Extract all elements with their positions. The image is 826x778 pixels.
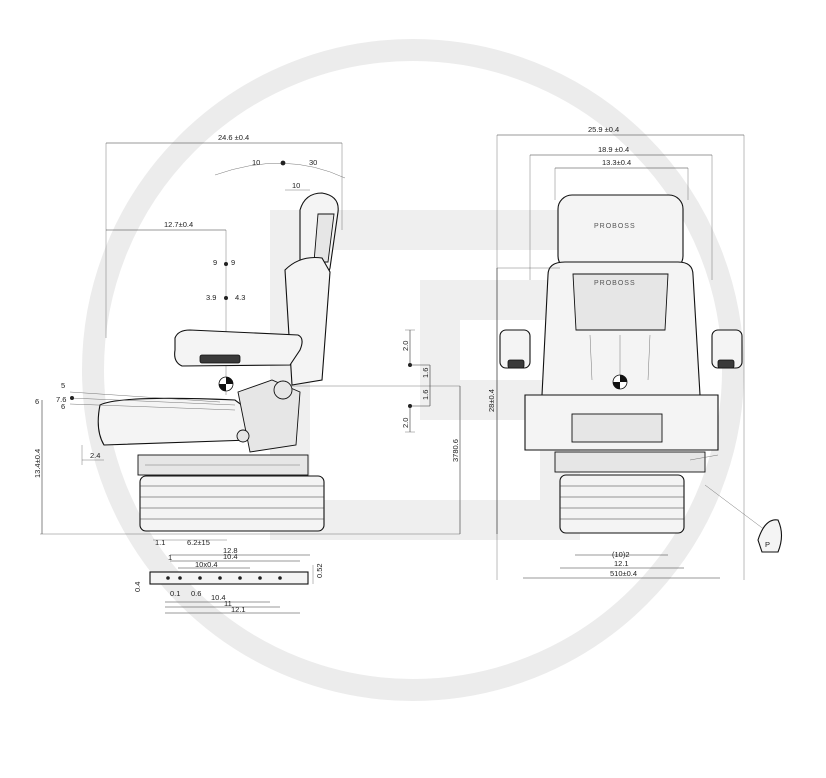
armrest-adjust-left-label: 9 xyxy=(213,258,217,267)
brand-top-label: PROBOSS xyxy=(594,223,636,230)
lever-detail-callout: P xyxy=(704,484,783,553)
front-base-frame xyxy=(554,451,706,473)
rail-hole-b-label: 0.6 xyxy=(191,589,201,598)
cushion-tilt-c-label: 5 xyxy=(61,381,65,390)
angle-right-label: 30 xyxy=(309,158,317,167)
cushion-tilt-a-label: 6 xyxy=(35,397,39,406)
front-overall-width-label: 25.9 ±0.4 xyxy=(588,125,619,134)
rail-span-10-label: 10.4 xyxy=(211,593,226,602)
front-base-overall-label: 510±0.4 xyxy=(610,569,637,578)
height-right-label: 3780.6 xyxy=(451,439,460,462)
front-height-label: 28±0.4 xyxy=(487,389,496,412)
rail-length-outer-label: 12.8 xyxy=(223,546,238,555)
height-left-label: 13.4±0.4 xyxy=(33,449,42,478)
rail-hole-a-label: 0.1 xyxy=(170,589,180,598)
suspension-bellows xyxy=(139,475,325,532)
headrest-shape xyxy=(557,194,684,271)
rail-length-inner-label: 10.4 xyxy=(223,552,238,561)
front-head-width-label: 13.3±0.4 xyxy=(602,158,631,167)
rail-slot-span-label: 10x0.4 xyxy=(195,560,218,569)
rail-body xyxy=(149,571,309,585)
vertical-upper-label: 2.0 xyxy=(401,341,410,351)
front-suspension-bellows xyxy=(559,474,685,534)
rail-height-label: 0.52 xyxy=(315,563,324,578)
front-view: 25.9 ±0.4 18.9 ±0.4 13.3±0.4 PROBOSS PRO… xyxy=(487,125,783,580)
vertical-lower-label: 2.0 xyxy=(401,418,410,428)
angle-small-label: 10 xyxy=(292,181,300,190)
backrest-lower-shape xyxy=(284,256,331,386)
svg-text:P: P xyxy=(765,540,770,549)
backrest-offset-label: 12.7±0.4 xyxy=(164,220,193,229)
angle-pivot-marker xyxy=(280,160,286,166)
cushion-tilt-b-label: 7.6 xyxy=(56,395,66,404)
rail-span-12-label: 12.1 xyxy=(231,605,246,614)
front-back-width-label: 18.9 ±0.4 xyxy=(598,145,629,154)
rail-thickness-label: 0.4 xyxy=(133,582,142,592)
armrest-adjust-right-label: 9 xyxy=(231,258,235,267)
slide-travel-label: 6.2±15 xyxy=(187,538,210,547)
seat-cushion-shape xyxy=(97,397,256,446)
armrest-slide-marker xyxy=(224,296,228,300)
front-base-width-label: 12.1 xyxy=(614,559,629,568)
angle-left-label: 10 xyxy=(252,158,260,167)
cushion-tilt-d-label: 6 xyxy=(61,402,65,411)
vertical-mid-label: 1.6 xyxy=(421,390,430,400)
armrest-slide-left-label: 3.9 xyxy=(206,293,216,302)
bellows-inner-label: (10)2 xyxy=(612,550,630,559)
rail-tick-label: 1 xyxy=(168,553,172,562)
front-offset-label: 2.4 xyxy=(90,451,100,460)
armrest-adjust-marker xyxy=(224,262,228,266)
vertical-right-label: 1.6 xyxy=(421,368,430,378)
base-edge-label: 1.1 xyxy=(155,538,165,547)
front-center-of-gravity-marker xyxy=(612,374,628,390)
rail-view: 12.8 10.4 1 10x0.4 0.52 0.4 0.1 0.6 10.4… xyxy=(133,546,324,614)
center-of-gravity-marker xyxy=(218,376,234,392)
overall-width-label: 24.6 ±0.4 xyxy=(218,133,249,142)
side-view: 24.6 ±0.4 10 30 10 12.7±0.4 9 9 3.9 4.3 xyxy=(33,133,461,547)
rail-span-11-label: 11 xyxy=(224,599,232,608)
brand-bottom-label: PROBOSS xyxy=(594,280,636,287)
armrest-slide-right-label: 4.3 xyxy=(235,293,245,302)
